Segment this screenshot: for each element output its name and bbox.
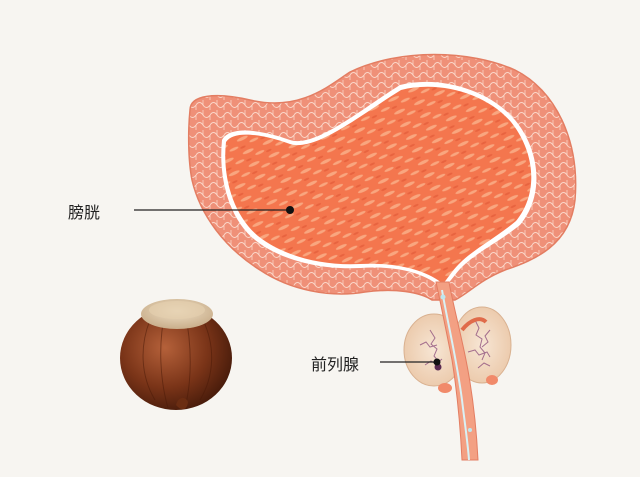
- chestnut-illustration: [120, 299, 232, 410]
- bladder-illustration: [187, 53, 577, 301]
- urethra-illustration: [435, 281, 488, 461]
- bladder-label: 膀胱: [68, 203, 101, 222]
- prostate-label: 前列腺: [311, 355, 360, 374]
- prostate-leader-line: [380, 358, 441, 366]
- bladder-leader-line: [134, 206, 294, 214]
